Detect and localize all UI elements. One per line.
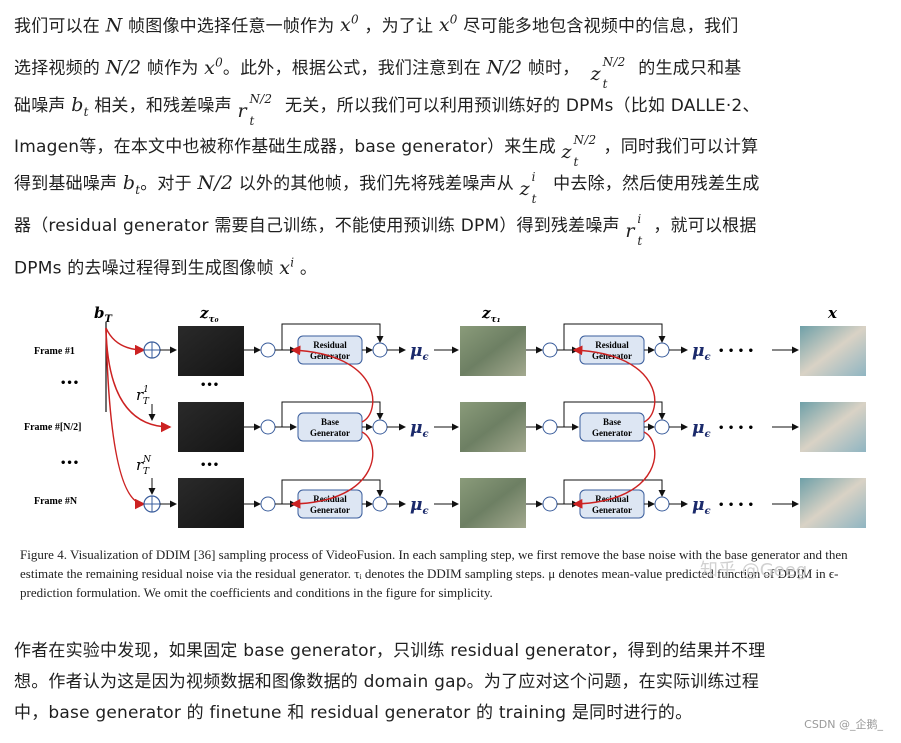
base-generator-label: Base [603, 417, 621, 427]
frame-N2-label: Frame #[N/2] [24, 422, 81, 433]
math-x-i: xi [279, 255, 295, 279]
csdn-watermark: CSDN @_企鹅_ [804, 718, 883, 731]
text: 的生成只和基 [632, 58, 742, 79]
mu-epsilon: μϵ [410, 495, 429, 517]
svg-text:Generator: Generator [310, 428, 350, 438]
noise-image [178, 326, 244, 376]
math-x0: x0 [204, 55, 223, 79]
zhihu-watermark: 知乎 @Geeg [700, 560, 808, 581]
frame-N-label: Frame #N [34, 496, 78, 507]
ellipsis: ••• [60, 378, 79, 389]
math-N-over-2: N/2 [486, 56, 523, 79]
figure-caption: Figure 4. Visualization of DDIM [36] sam… [20, 545, 876, 602]
output-frame-image [800, 326, 866, 376]
line-1: 作者在实验中发现，如果固定 base generator，只训练 residua… [14, 641, 766, 661]
text: ，为了让 [358, 16, 439, 37]
math-b-t: bt [122, 172, 141, 198]
output-frame-image [800, 402, 866, 452]
text: 相关，和残差噪声 [88, 95, 238, 116]
svg-text:Generator: Generator [310, 505, 350, 515]
math-N-over-2: N/2 [105, 56, 142, 79]
text: 础噪声 [14, 95, 72, 116]
conclusion-paragraph: 作者在实验中发现，如果固定 base generator，只训练 residua… [14, 636, 886, 729]
frame-image [460, 402, 526, 452]
ellipsis: ••• [200, 460, 219, 471]
mu-epsilon: μϵ [410, 418, 429, 440]
stage-1: Residual Generator Base Generator Residu… [244, 323, 459, 519]
ellipsis: ••• [60, 458, 79, 469]
frame-1-label: Frame #1 [34, 346, 75, 357]
text: 帧图像中选择任意一帧作为 [122, 16, 341, 37]
z-tau1-label: zτ₁ [481, 304, 501, 325]
text: 我们可以在 [14, 16, 106, 37]
residual-generator-label: Residual [313, 340, 347, 350]
text: DPMs 的去噪过程得到生成图像帧 [14, 258, 280, 279]
videofusion-figure: bT zτ₀ zτ₁ x Frame #1 ••• Frame #[N/2] •… [20, 292, 880, 612]
math-x0: x0 [438, 13, 458, 37]
math-b-t: bt [71, 93, 89, 119]
svg-text:Generator: Generator [592, 505, 632, 515]
text: ，就可以根据 [653, 216, 757, 237]
text: 以外的其他帧，我们先将残差噪声从 [233, 174, 520, 195]
line-1: 我们可以在 N 帧图像中选择任意一帧作为 x0 ，为了让 x0 尽可能多地包含视… [14, 2, 886, 44]
text: 尽可能多地包含视频中的信息，我们 [457, 16, 739, 37]
mu-epsilon: μϵ [410, 341, 429, 363]
line-2: 想。作者认为这是因为视频数据和图像数据的 domain gap。为了应对这个问题… [14, 672, 760, 692]
x-output-label: x [827, 304, 838, 322]
noise-image [178, 402, 244, 452]
continuation-dots: • • • • [718, 500, 754, 511]
text: 。此外，根据公式，我们注意到在 [222, 58, 487, 79]
math-N-over-2: N/2 [197, 172, 234, 195]
text: 得到基础噪声 [14, 174, 123, 195]
mu-epsilon: μϵ [692, 341, 711, 363]
text: Imagen等，在本文中也被称作基础生成器，base generator）来生成 [14, 137, 562, 158]
mu-epsilon: μϵ [692, 418, 711, 440]
text: 选择视频的 [14, 58, 106, 79]
output-frame-image [800, 478, 866, 528]
line-6: 器（residual generator 需要自己训练，不能使用预训练 DPM）… [14, 208, 886, 249]
continuation-dots: • • • • [718, 346, 754, 357]
math-x0: x0 [340, 13, 359, 37]
text: 帧时， [522, 58, 580, 79]
ddim-diagram: bT zτ₀ zτ₁ x Frame #1 ••• Frame #[N/2] •… [24, 304, 866, 528]
intro-paragraph: 我们可以在 N 帧图像中选择任意一帧作为 x0 ，为了让 x0 尽可能多地包含视… [14, 2, 886, 287]
ellipsis: ••• [200, 380, 219, 391]
text: 器（residual generator 需要自己训练，不能使用预训练 DPM）… [14, 216, 626, 237]
frame-image [460, 326, 526, 376]
text: 中去除，然后使用残差生成 [547, 174, 760, 195]
text: 。 [294, 258, 318, 279]
svg-text:Generator: Generator [592, 428, 632, 438]
line-2: 选择视频的 N/2 帧作为 x0。此外，根据公式，我们注意到在 N/2 帧时， … [14, 44, 886, 91]
line-3: 中，base generator 的 finetune 和 residual g… [14, 703, 693, 723]
continuation-dots: • • • • [718, 423, 754, 434]
frame-image [460, 478, 526, 528]
text: ，同时我们可以计算 [603, 137, 759, 158]
z-tau0-label: zτ₀ [199, 304, 219, 325]
text: 。对于 [140, 174, 198, 195]
math-N: N [105, 14, 123, 37]
mu-epsilon: μϵ [692, 495, 711, 517]
text: 无关，所以我们可以利用预训练好的 DPMs（比如 DALLE·2、 [279, 95, 760, 116]
b-T-label: bT [94, 304, 114, 325]
text: 帧作为 [141, 58, 205, 79]
base-generator-label: Base [321, 417, 339, 427]
line-4: Imagen等，在本文中也被称作基础生成器，base generator）来生成… [14, 129, 886, 170]
caption-text: Figure 4. Visualization of DDIM [36] sam… [20, 547, 848, 600]
line-7: DPMs 的去噪过程得到生成图像帧 xi 。 [14, 244, 886, 286]
stage-2: Residual Generator Base Generator Residu… [526, 323, 799, 519]
noise-image [178, 478, 244, 528]
residual-generator-label: Residual [595, 340, 629, 350]
